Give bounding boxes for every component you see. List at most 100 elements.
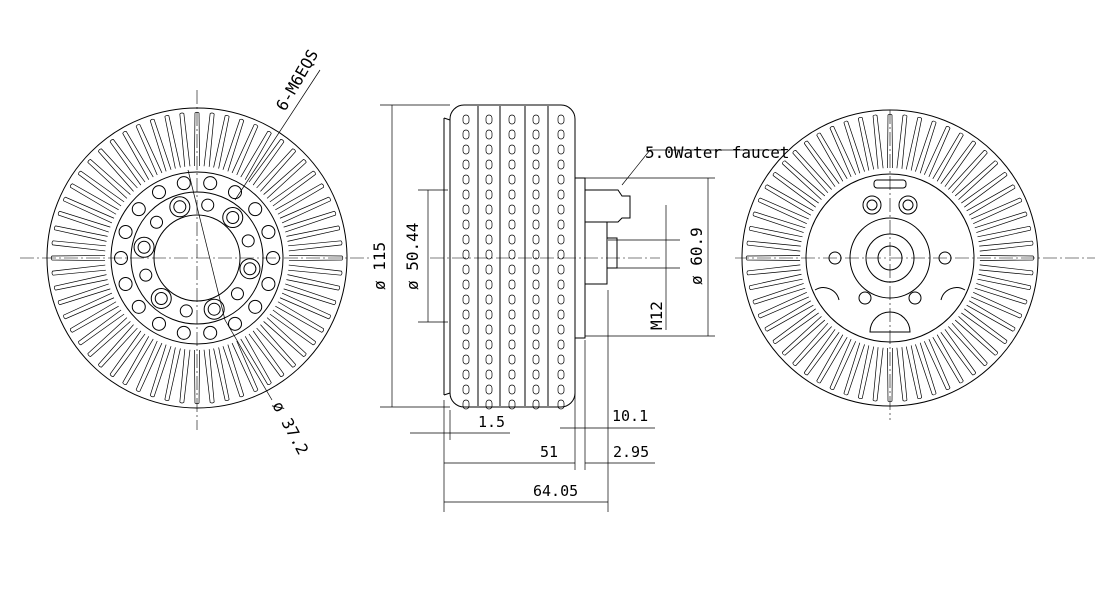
vent-slot — [532, 294, 540, 305]
cooling-fin — [149, 344, 172, 398]
cooling-fin — [213, 347, 230, 401]
vent-slot — [557, 189, 565, 200]
vent-slot — [462, 144, 470, 155]
flange-dia-label: ø 60.9 — [687, 227, 706, 285]
vent-slot — [557, 369, 565, 380]
vent-slot — [508, 264, 516, 275]
cooling-fin — [872, 114, 884, 169]
vent-slot — [532, 114, 540, 125]
cooling-fin — [905, 117, 923, 171]
vent-hole — [118, 225, 133, 240]
cooling-fin — [78, 170, 125, 207]
cooling-fin — [57, 283, 111, 306]
cooling-fin — [194, 111, 200, 167]
vent-slot — [485, 354, 493, 365]
cooling-fin — [803, 140, 840, 187]
cooling-fin — [829, 126, 857, 177]
cooling-fin — [269, 309, 316, 346]
cooling-fin — [222, 344, 245, 398]
cooling-fin — [135, 340, 163, 392]
right-end-view — [735, 109, 1095, 420]
vent-slot — [462, 159, 470, 170]
cooling-fin — [887, 113, 893, 169]
vent-slot — [462, 129, 470, 140]
vent-slot — [532, 234, 540, 245]
bolt-hole — [173, 200, 187, 214]
cooling-fin — [263, 159, 307, 199]
cooling-fin — [109, 139, 146, 186]
cooling-fin — [286, 274, 340, 291]
vent-slot — [557, 204, 565, 215]
cooling-fin — [288, 255, 344, 261]
vent-slot — [485, 369, 493, 380]
water-faucet-label: 5.0Water faucet — [645, 143, 790, 162]
cooling-fin — [288, 264, 343, 276]
body-length-label: 51 — [540, 443, 558, 461]
bolt-boss — [239, 258, 261, 280]
vent-slot — [532, 264, 540, 275]
vent-slot — [462, 399, 470, 410]
cooling-fin — [240, 131, 272, 180]
bolt-hole — [207, 302, 221, 316]
cooling-fin — [896, 114, 908, 169]
vent-slot — [485, 129, 493, 140]
cooling-fin — [109, 330, 146, 377]
vent-slot — [462, 249, 470, 260]
cooling-fin — [269, 170, 316, 207]
cooling-fin — [57, 210, 111, 233]
vent-slot — [508, 129, 516, 140]
bolt-hole — [139, 268, 153, 282]
vent-hole — [261, 225, 276, 240]
cooling-fin — [288, 240, 343, 252]
vent-slot — [557, 309, 565, 320]
cooling-fin — [896, 347, 908, 402]
vent-slot — [485, 114, 493, 125]
vent-slot — [508, 114, 516, 125]
cooling-fin — [966, 184, 1016, 216]
vent-slot — [557, 129, 565, 140]
cooling-fin — [54, 225, 108, 242]
cooling-fin — [961, 171, 1008, 208]
cooling-fin — [213, 115, 230, 169]
vent-slot — [462, 234, 470, 245]
vent-slot — [532, 369, 540, 380]
vent-slot — [557, 384, 565, 395]
vent-slot — [508, 189, 516, 200]
vent-slot — [508, 339, 516, 350]
cooling-fin — [966, 300, 1016, 332]
cooling-fin — [940, 329, 977, 376]
cooling-fin — [974, 211, 1028, 233]
cooling-fin — [149, 118, 172, 172]
vent-slot — [462, 369, 470, 380]
vent-slot — [532, 354, 540, 365]
cooling-fin — [905, 345, 923, 399]
cooling-fin — [792, 322, 832, 366]
vent-slot — [532, 279, 540, 290]
vent-slot — [557, 114, 565, 125]
bolt-boss — [169, 196, 191, 218]
cooling-fin — [887, 347, 893, 403]
inner-dia-label: ø 50.44 — [403, 223, 422, 290]
cooling-fin — [803, 329, 840, 376]
vent-slot — [557, 399, 565, 410]
vent-slot — [508, 159, 516, 170]
bolt-boss — [222, 207, 244, 229]
cooling-fin — [758, 291, 809, 319]
cooling-fin — [752, 283, 806, 305]
vent-slot — [485, 324, 493, 335]
vent-hole — [176, 176, 191, 191]
cooling-fin — [782, 316, 826, 356]
vent-hole — [131, 299, 146, 314]
cooling-fin — [87, 159, 131, 199]
cooling-fin — [971, 291, 1022, 319]
cooling-fin — [749, 225, 803, 243]
bolt-hole — [154, 291, 168, 305]
cooling-fin — [50, 255, 106, 261]
vent-hole — [118, 276, 133, 291]
cooling-fin — [231, 124, 259, 176]
cooling-fin — [954, 160, 998, 200]
vent-hole — [261, 276, 276, 291]
bolt-hole — [241, 234, 255, 248]
cooling-fin — [979, 264, 1034, 276]
